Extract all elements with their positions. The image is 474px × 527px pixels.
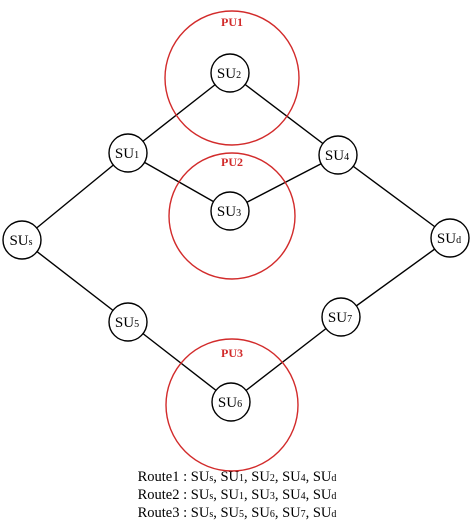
edges-layer [21,72,451,403]
edge-2-4 [229,72,339,156]
edge-1-2 [127,72,231,154]
node-su5 [108,302,148,342]
edge-6-7 [230,316,342,403]
node-su3-label: SU3 [217,204,241,220]
route-3-text: Route3 : SUs, SU5, SU6, SU7, SUd [138,505,337,521]
node-su4 [318,135,358,175]
pu3-label: PU3 [221,346,243,360]
edge-s-1 [21,152,129,241]
route-1-text: Route1 : SUs, SU1, SU2, SU4, SUd [138,469,337,485]
node-su7-label: SU7 [328,310,352,326]
edge-5-6 [127,321,232,403]
edge-4-d [337,154,451,239]
node-su3 [210,191,250,231]
edge-7-d [340,237,451,318]
node-su5-label: SU5 [115,315,139,331]
node-su2-label: SU2 [217,66,241,82]
pu2-label: PU2 [221,155,243,169]
node-su2 [210,53,250,93]
node-sud [430,218,470,258]
pu2-range-circle [168,152,296,280]
node-sud-label: SUd [437,231,461,247]
pu3-range-circle [165,338,299,472]
edge-3-4 [229,154,339,212]
node-su1-label: SU1 [115,146,139,162]
node-su6 [211,382,251,422]
route-2-text: Route2 : SUs, SU1, SU3, SU4, SUd [138,487,337,503]
node-su6-label: SU6 [218,395,242,411]
node-sus [2,220,42,260]
edge-s-5 [21,239,129,323]
node-su1 [108,133,148,173]
pu1-range-circle [164,10,300,146]
pu1-label: PU1 [221,15,243,29]
node-sus-label: SUs [9,233,32,249]
node-su4-label: SU4 [325,148,349,164]
node-su7 [321,297,361,337]
